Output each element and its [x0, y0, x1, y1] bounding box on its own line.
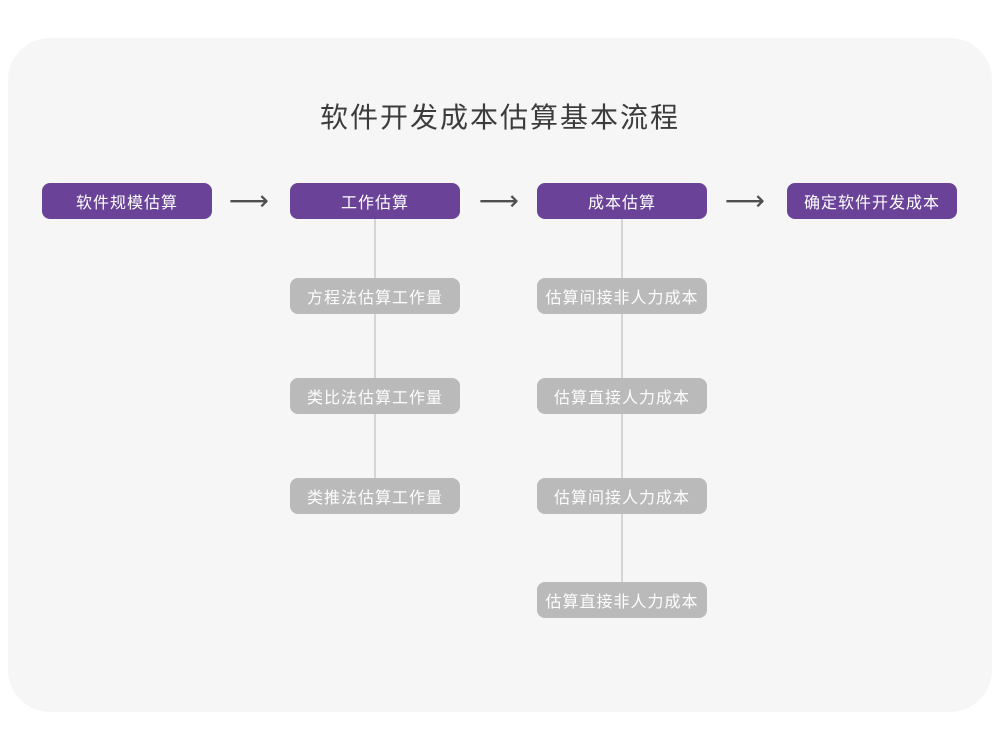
stage-node-cost-estimation: 成本估算 [537, 183, 707, 219]
effort-method-node-analogy: 类比法估算工作量 [290, 378, 460, 414]
cost-item-node-direct-labor: 估算直接人力成本 [537, 378, 707, 414]
flowchart-card [8, 38, 992, 712]
stage-node-size-estimation: 软件规模估算 [42, 183, 212, 219]
stage-node-final-cost: 确定软件开发成本 [787, 183, 957, 219]
arrow-right-icon: ⟶ [724, 185, 766, 216]
cost-item-node-indirect-nonlabor: 估算间接非人力成本 [537, 278, 707, 314]
cost-item-node-direct-nonlabor: 估算直接非人力成本 [537, 582, 707, 618]
arrow-right-icon: ⟶ [228, 185, 270, 216]
stage-node-effort-estimation: 工作估算 [290, 183, 460, 219]
effort-method-node-extrapolation: 类推法估算工作量 [290, 478, 460, 514]
diagram-title: 软件开发成本估算基本流程 [319, 102, 680, 133]
arrow-right-icon: ⟶ [478, 185, 520, 216]
effort-method-node-equation: 方程法估算工作量 [290, 278, 460, 314]
cost-item-node-indirect-labor: 估算间接人力成本 [537, 478, 707, 514]
connector-line-effort [374, 219, 376, 478]
